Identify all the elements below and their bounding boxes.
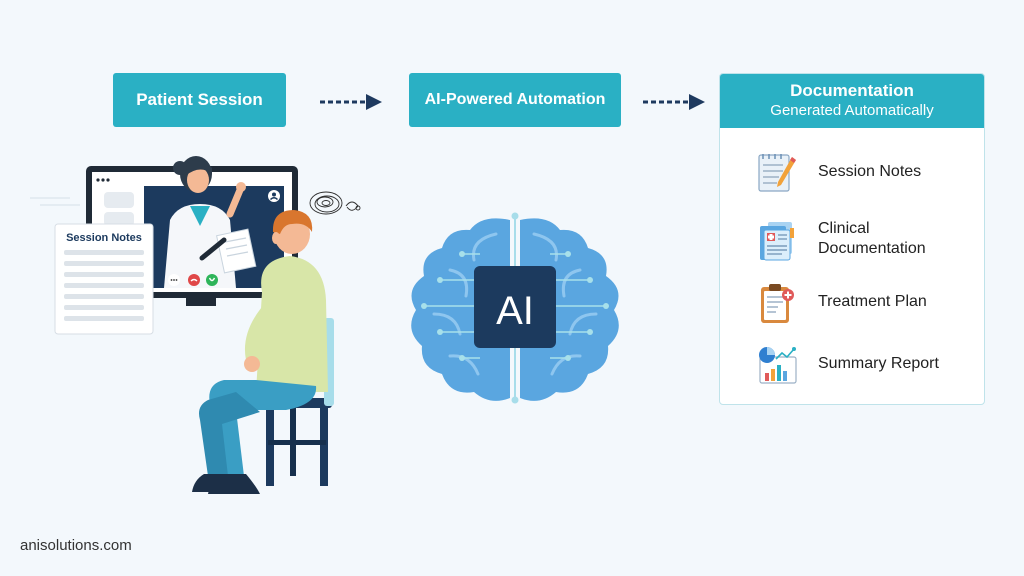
documentation-title: Documentation bbox=[790, 81, 914, 100]
scribble-icon bbox=[309, 191, 361, 215]
doc-item-label: Summary Report bbox=[818, 355, 939, 372]
documentation-panel: Documentation Generated Automatically Se… bbox=[719, 73, 985, 405]
patient-session-illustration: Session Notes bbox=[30, 156, 361, 494]
doc-item-session-notes: Session Notes bbox=[720, 147, 984, 197]
ai-chip bbox=[474, 266, 556, 348]
medical-document-icon bbox=[760, 222, 794, 261]
doc-item-label: Session Notes bbox=[818, 163, 922, 180]
footer-website: anisolutions.com bbox=[20, 537, 132, 554]
doc-item-label: Treatment Plan bbox=[818, 293, 927, 310]
patient-session-label: Patient Session bbox=[136, 90, 263, 109]
ai-chip-label: AI bbox=[496, 289, 534, 333]
doc-item-summary-report: Summary Report bbox=[720, 339, 984, 389]
patient-figure bbox=[192, 210, 334, 494]
ai-brain-illustration: AI bbox=[411, 212, 619, 404]
documentation-subtitle: Generated Automatically bbox=[770, 102, 934, 119]
patient-session-box: Patient Session bbox=[113, 73, 286, 127]
ai-automation-box: AI-Powered Automation bbox=[409, 73, 621, 127]
documentation-header: Documentation Generated Automatically bbox=[720, 74, 984, 128]
doc-item-treatment-plan: Treatment Plan bbox=[720, 277, 984, 327]
notepad-icon bbox=[758, 154, 796, 192]
arrow-right-icon bbox=[643, 94, 705, 110]
chart-report-icon bbox=[759, 347, 797, 384]
doc-item-clinical-documentation: Clinical Documentation bbox=[720, 214, 984, 264]
clipboard-icon bbox=[761, 284, 794, 323]
session-notes-card-title: Session Notes bbox=[66, 232, 142, 244]
doc-item-label: Clinical Documentation bbox=[818, 220, 926, 257]
arrow-right-icon bbox=[320, 94, 382, 110]
ai-automation-label: AI-Powered Automation bbox=[424, 91, 606, 108]
session-notes-card: Session Notes bbox=[54, 223, 154, 335]
